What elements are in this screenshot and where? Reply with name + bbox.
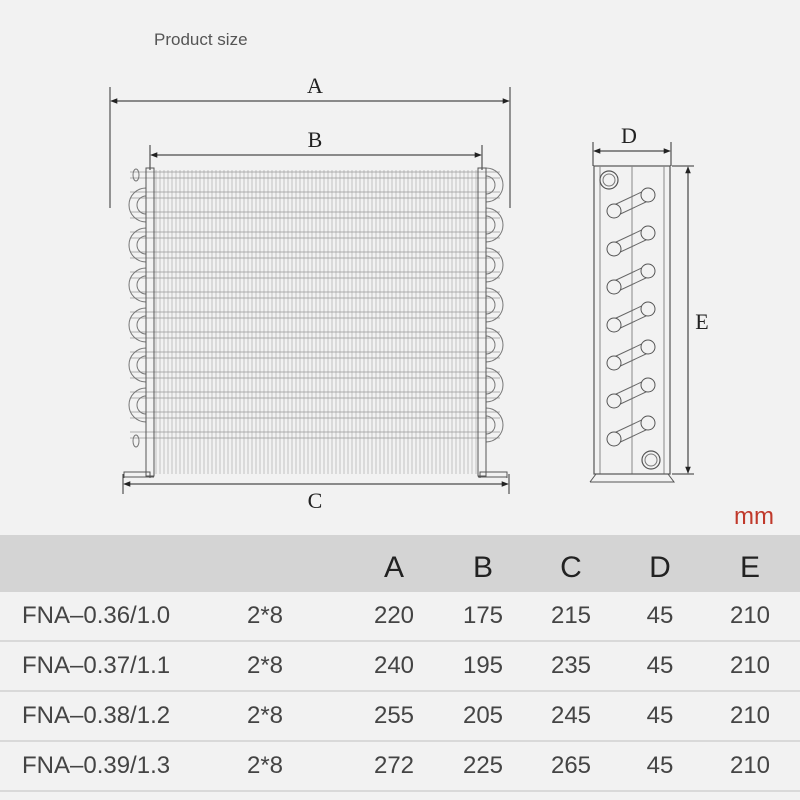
cell-c: 235 — [550, 652, 592, 679]
dimension-d: D — [592, 123, 672, 166]
cell-e: 210 — [729, 752, 771, 779]
cell-e: 210 — [729, 702, 771, 729]
cell-spec: 2*8 — [246, 702, 284, 729]
cell-a: 272 — [373, 752, 415, 779]
cell-a: 240 — [373, 652, 415, 679]
cell-spec: 2*8 — [246, 602, 284, 629]
cell-spec: 2*8 — [246, 752, 284, 779]
cell-d: 45 — [646, 602, 674, 629]
cell-model: FNA–0.38/1.2 — [22, 702, 171, 729]
table-row: FNA–0.37/1.1 2*8 240 195 235 45 210 — [0, 642, 800, 692]
cell-spec: 2*8 — [246, 652, 284, 679]
page-title: Product size — [154, 30, 248, 49]
dimension-e: E — [672, 165, 709, 475]
cell-e: 210 — [729, 602, 771, 629]
fin-block — [155, 170, 477, 474]
header-e: E — [739, 550, 760, 584]
header-b: B — [472, 550, 493, 584]
header-c: C — [560, 550, 582, 584]
header-d: D — [649, 550, 671, 584]
size-table: A B C D E FNA–0.36/1.0 2*8 220 175 215 4… — [0, 535, 800, 800]
side-view — [589, 165, 675, 483]
cell-d: 45 — [646, 652, 674, 679]
cell-d: 45 — [646, 702, 674, 729]
cell-model: FNA–0.36/1.0 — [22, 602, 171, 629]
cell-model: FNA–0.37/1.1 — [22, 652, 171, 679]
dimension-label-a: A — [307, 73, 323, 98]
cell-b: 225 — [462, 752, 504, 779]
condenser-diagram: A B C — [109, 73, 709, 513]
table-row: FNA–0.36/1.0 2*8 220 175 215 45 210 — [0, 592, 800, 642]
dimension-c: C — [122, 474, 510, 513]
table-row: FNA–0.39/1.3 2*8 272 225 265 45 210 — [0, 742, 800, 792]
dimension-label-d: D — [621, 123, 637, 148]
cell-c: 265 — [550, 752, 592, 779]
unit-label: mm — [734, 503, 774, 530]
dimension-a: A — [109, 73, 511, 208]
cell-b: 175 — [462, 602, 504, 629]
cell-b: 205 — [462, 702, 504, 729]
cell-a: 255 — [373, 702, 415, 729]
header-a: A — [383, 550, 404, 584]
cell-a: 220 — [373, 602, 415, 629]
cell-e: 210 — [729, 652, 771, 679]
dimension-b: B — [149, 127, 483, 170]
cell-model: FNA–0.39/1.3 — [22, 752, 171, 779]
dimension-label-b: B — [308, 127, 323, 152]
cell-d: 45 — [646, 752, 674, 779]
table-header: A B C D E — [0, 535, 800, 592]
dimension-label-e: E — [695, 309, 708, 334]
cell-c: 215 — [550, 602, 592, 629]
cell-b: 195 — [462, 652, 504, 679]
cell-c: 245 — [550, 702, 592, 729]
table-row: FNA–0.38/1.2 2*8 255 205 245 45 210 — [0, 692, 800, 742]
tube-coil — [128, 167, 504, 448]
side-plates — [123, 167, 508, 478]
dimension-label-c: C — [308, 488, 323, 513]
